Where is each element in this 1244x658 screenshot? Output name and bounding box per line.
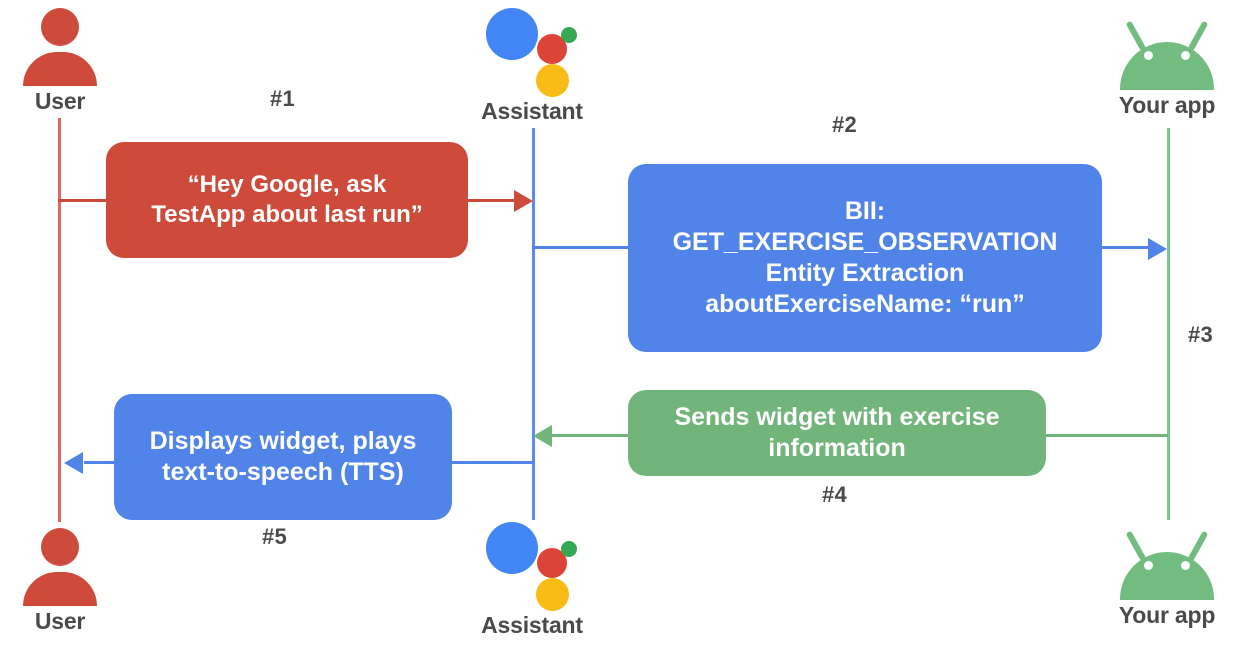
actor-user-top: User [0, 8, 140, 113]
message-box-1: “Hey Google, ask TestApp about last run” [106, 142, 468, 258]
user-icon [20, 8, 100, 86]
actor-label-user-bottom: User [34, 608, 86, 634]
arrowhead-msg1 [514, 190, 533, 212]
assistant-dot-yellow-icon [536, 64, 569, 97]
message-4-text: Sends widget with exercise information [674, 403, 1000, 462]
assistant-dot-yellow-icon [536, 578, 569, 611]
connector-msg4-to-assistant [552, 434, 630, 437]
user-icon [20, 528, 100, 606]
actor-label-your-app-bottom: Your app [1118, 602, 1216, 628]
connector-assistant-to-msg2 [532, 246, 632, 249]
actor-your-app-bottom: Your app [1087, 524, 1244, 627]
user-body-shape [23, 52, 97, 86]
connector-msg2-to-app [1100, 246, 1150, 249]
android-robot-icon [1115, 14, 1219, 90]
android-antenna-left-icon [1125, 20, 1147, 52]
step-label-3: #3 [1188, 322, 1214, 347]
message-2-text: BII: GET_EXERCISE_OBSERVATION Entity Ext… [672, 197, 1058, 318]
message-box-4: Sends widget with exercise information [628, 390, 1046, 476]
step-label-4: #4 [822, 482, 848, 507]
assistant-dot-blue-icon [486, 8, 538, 60]
android-antenna-right-icon [1187, 530, 1209, 562]
message-5-text: Displays widget, plays text-to-speech (T… [149, 427, 417, 486]
actor-label-user-top: User [34, 88, 86, 114]
step-label-5: #5 [262, 524, 288, 549]
arrowhead-msg2 [1148, 238, 1167, 260]
message-box-5: Displays widget, plays text-to-speech (T… [114, 394, 452, 520]
google-assistant-icon [484, 4, 580, 97]
actor-label-assistant-top: Assistant [481, 98, 583, 124]
connector-msg1-to-assistant [466, 199, 518, 202]
actor-assistant-top: Assistant [452, 4, 612, 123]
actor-user-bottom: User [0, 528, 140, 633]
lifeline-user [58, 118, 61, 522]
actor-label-assistant-bottom: Assistant [481, 612, 583, 638]
android-eye-right-icon [1181, 51, 1190, 60]
user-head-shape [41, 8, 79, 46]
connector-app-to-msg4 [1044, 434, 1168, 437]
android-head-shape [1120, 42, 1214, 90]
step-label-2: #2 [832, 112, 858, 137]
android-head-shape [1120, 552, 1214, 600]
connector-assistant-to-msg5 [452, 461, 534, 464]
actor-label-your-app-top: Your app [1118, 92, 1216, 118]
android-antenna-right-icon [1187, 20, 1209, 52]
android-antenna-left-icon [1125, 530, 1147, 562]
actor-your-app-top: Your app [1087, 14, 1244, 117]
message-box-2: BII: GET_EXERCISE_OBSERVATION Entity Ext… [628, 164, 1102, 352]
google-assistant-icon [484, 518, 580, 611]
arrowhead-msg5 [64, 452, 83, 474]
arrowhead-msg4 [533, 425, 552, 447]
connector-user-to-msg1 [58, 199, 110, 202]
assistant-dot-green-icon [561, 541, 577, 557]
user-body-shape [23, 572, 97, 606]
step-label-1: #1 [270, 86, 296, 111]
assistant-dot-blue-icon [486, 522, 538, 574]
lifeline-assistant [532, 128, 535, 520]
assistant-dot-green-icon [561, 27, 577, 43]
connector-msg5-to-user [84, 461, 118, 464]
android-eye-left-icon [1144, 561, 1153, 570]
message-1-text: “Hey Google, ask TestApp about last run” [151, 171, 423, 228]
android-eye-left-icon [1144, 51, 1153, 60]
android-robot-icon [1115, 524, 1219, 600]
user-head-shape [41, 528, 79, 566]
lifeline-your-app [1167, 128, 1170, 520]
actor-assistant-bottom: Assistant [452, 518, 612, 637]
android-eye-right-icon [1181, 561, 1190, 570]
